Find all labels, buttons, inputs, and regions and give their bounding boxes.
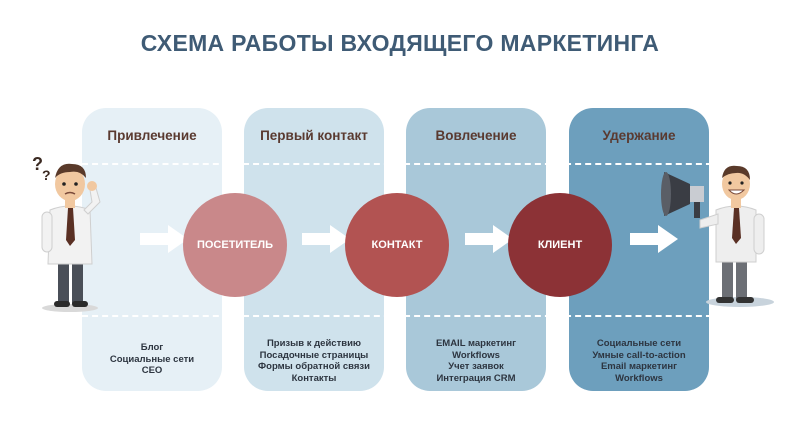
stage-node-contact: КОНТАКТ — [345, 193, 449, 297]
stage-node-visitor: ПОСЕТИТЕЛЬ — [183, 193, 287, 297]
diagram-title: СХЕМА РАБОТЫ ВХОДЯЩЕГО МАРКЕТИНГА — [140, 30, 660, 56]
stage-item: Блог — [140, 342, 164, 353]
stage-title: Вовлечение — [435, 128, 517, 143]
stage-title: Привлечение — [107, 128, 197, 143]
stage-title: Удержание — [602, 128, 676, 143]
stage-node-client: КЛИЕНТ — [508, 193, 612, 297]
stage-item: Контакты — [291, 372, 337, 384]
svg-text:?: ? — [42, 167, 51, 183]
stage-item: EMAIL маркетинг — [435, 338, 517, 349]
stage-title: Первый контакт — [260, 128, 368, 143]
stage-item: Социальные сети — [596, 338, 682, 349]
stage-item-list: Призыв к действию Посадочные страницы Фо… — [234, 338, 394, 384]
svg-text:?: ? — [32, 154, 43, 174]
stage-item: Призыв к действию — [266, 338, 362, 349]
confused-man-icon: ? ? — [32, 154, 101, 312]
stage-item-list: Социальные сети Умные call-to-action Ema… — [559, 338, 719, 384]
stage-item: Социальные сети — [109, 353, 195, 365]
right-arrow-icon — [465, 225, 513, 253]
stage-item-list: Блог Социальные сети СЕО — [72, 342, 232, 377]
node-label: КЛИЕНТ — [537, 239, 583, 251]
right-arrow-icon — [302, 225, 350, 253]
stage-item: СЕО — [141, 365, 163, 376]
stage-item: Формы обратной связи — [258, 361, 370, 372]
stage-item: Интеграция CRM — [436, 372, 516, 384]
stage-item-list: EMAIL маркетинг Workflows Учет заявок Ин… — [396, 338, 556, 384]
right-arrow-icon — [630, 225, 678, 253]
node-label: ПОСЕТИТЕЛЬ — [196, 239, 274, 251]
node-label: КОНТАКТ — [371, 239, 423, 251]
stage-item: Учет заявок — [448, 361, 504, 372]
stage-item: Workflows — [452, 349, 500, 361]
dashed-divider-top — [82, 163, 722, 165]
dashed-divider-bottom — [82, 315, 722, 317]
right-arrow-icon — [140, 225, 188, 253]
megaphone-man-icon — [661, 165, 774, 307]
stage-item: Email маркетинг — [600, 361, 678, 372]
stage-item: Workflows — [615, 372, 663, 384]
stage-item: Посадочные страницы — [259, 349, 369, 361]
stage-item: Умные call-to-action — [592, 349, 686, 361]
